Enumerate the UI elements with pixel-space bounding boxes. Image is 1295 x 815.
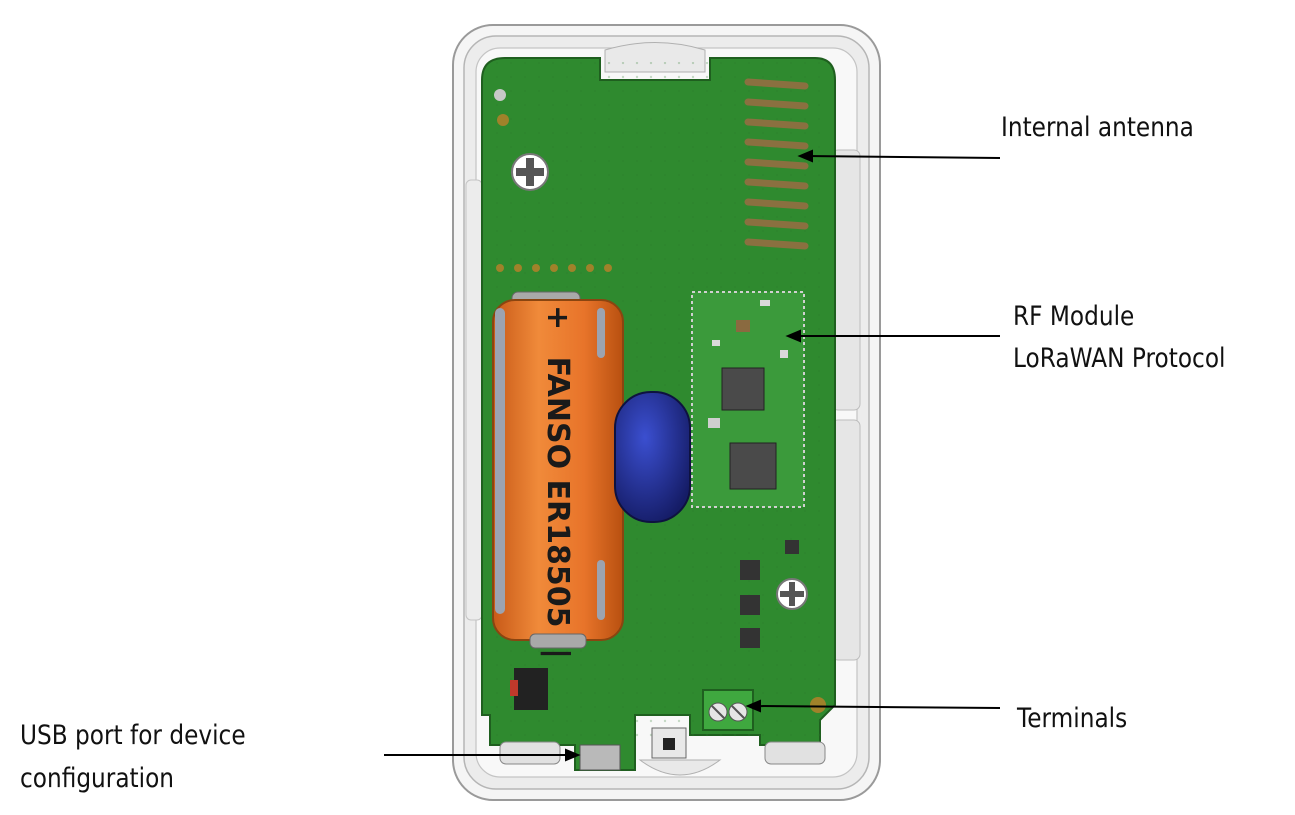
antenna-label: Internal antenna — [1001, 112, 1194, 143]
leader-lines — [384, 149, 1001, 762]
internal-antenna — [744, 78, 809, 250]
usb-label-line1: USB port for device — [20, 720, 246, 751]
lower-components — [510, 540, 826, 771]
battery-label: + FANSO ER18505 | — [540, 305, 575, 659]
rf-module-label-line2: LoRaWAN Protocol — [1013, 343, 1226, 374]
battery-plus-symbol: + — [540, 305, 575, 330]
pad-row — [496, 264, 612, 272]
usb-port — [579, 744, 621, 771]
battery: + FANSO ER18505 | — [492, 291, 624, 659]
antenna-leader — [805, 155, 1001, 159]
rf-module-label-line1: RF Module — [1013, 301, 1135, 332]
battery-brand-text: FANSO ER18505 — [540, 357, 575, 628]
terminals-leader — [754, 705, 1001, 709]
rf-module — [691, 291, 805, 508]
usb-label-line2: configuration — [20, 763, 175, 794]
capacitor — [614, 391, 691, 523]
screw-top — [494, 89, 549, 191]
terminal-block — [702, 689, 754, 731]
terminals-label: Terminals — [1017, 703, 1128, 734]
battery-minus-symbol: | — [540, 648, 575, 659]
